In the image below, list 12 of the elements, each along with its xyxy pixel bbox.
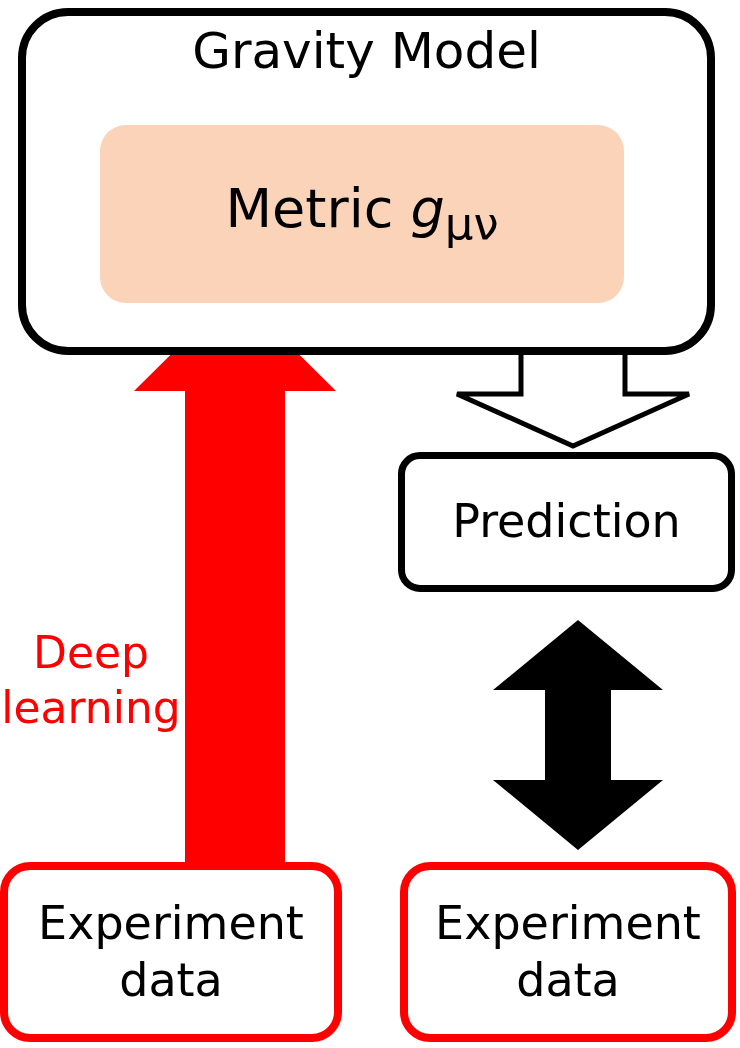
process-box [398, 452, 735, 592]
highlight-box [100, 125, 624, 303]
node-text: Experiment data [37, 894, 305, 1009]
node-text: Metric g$_{μν}$ [224, 176, 500, 253]
process-box [400, 862, 736, 1042]
node-text: Gravity Model [191, 21, 542, 82]
container-box [18, 8, 715, 355]
block-arrow [493, 620, 663, 850]
process-box [0, 862, 342, 1042]
node-text: Prediction [451, 493, 682, 551]
node-text: Experiment data [434, 894, 702, 1009]
edge-label: Deep learning [0, 626, 182, 735]
